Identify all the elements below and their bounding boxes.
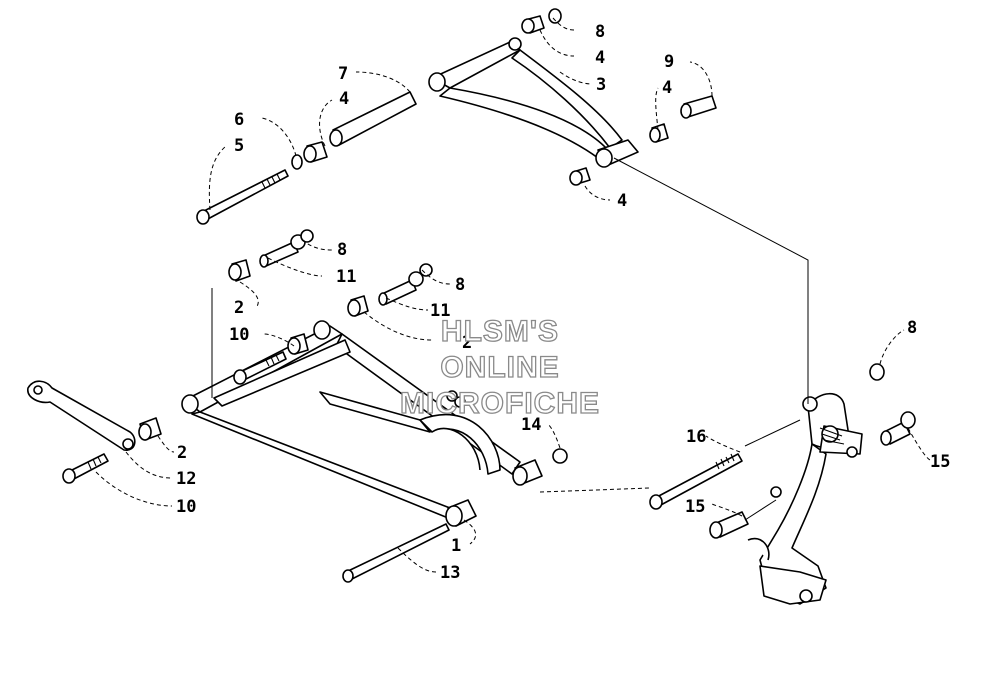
- washer-upper: [291, 154, 303, 170]
- shoulder-bolt-15-upper: [880, 411, 916, 446]
- spindle-knuckle: [747, 392, 863, 605]
- callout-11-b: 11: [430, 301, 450, 321]
- callout-8-a: 8: [595, 22, 605, 42]
- pivot-tube-upper: [329, 91, 417, 147]
- bolt-lower-left: [233, 351, 287, 385]
- callout-15-a: 15: [930, 452, 950, 472]
- callout-1: 1: [451, 536, 461, 556]
- callout-4-c: 4: [662, 78, 672, 98]
- washer-right: [869, 363, 885, 381]
- callout-4-d: 4: [339, 89, 349, 109]
- callout-13: 13: [440, 563, 460, 583]
- callout-2-b: 2: [462, 333, 472, 353]
- bolt-upper-long: [196, 169, 289, 225]
- watermark-line-2: ONLINE: [440, 351, 559, 384]
- watermark-line-3: MICROFICHE: [400, 387, 600, 420]
- callout-11-a: 11: [336, 267, 356, 287]
- tie-link: [27, 380, 136, 451]
- callout-10-a: 10: [229, 325, 249, 345]
- callout-3: 3: [596, 75, 606, 95]
- bolt-lower-long: [342, 523, 450, 583]
- callout-6: 6: [234, 110, 244, 130]
- sleeve-pair-upper-right: [649, 95, 717, 143]
- bolt-lower-outer: [62, 453, 109, 484]
- callout-4-b: 4: [617, 191, 627, 211]
- callout-8-d: 8: [907, 318, 917, 338]
- bushing-lower-left: [138, 417, 162, 441]
- assembly-lines: [211, 157, 809, 521]
- callout-16: 16: [686, 427, 706, 447]
- bushing-top: [521, 8, 562, 34]
- watermark-line-1: HLSM'S: [441, 315, 559, 348]
- callout-7: 7: [338, 64, 348, 84]
- bushing-bottom: [569, 167, 591, 186]
- callout-12: 12: [176, 469, 196, 489]
- callout-8-c: 8: [455, 275, 465, 295]
- callout-4-a: 4: [595, 48, 605, 68]
- watermark: HLSM'S ONLINE MICROFICHE: [399, 314, 600, 420]
- shoulder-bolt-15-lower: [709, 486, 782, 539]
- shoulder-bolt-right: [378, 263, 433, 306]
- callout-14: 14: [521, 415, 541, 435]
- upper-arm-bushing-front: [595, 139, 639, 168]
- leader-lines: [95, 17, 931, 573]
- upper-a-arm: [428, 37, 623, 159]
- callout-15-b: 15: [685, 497, 705, 517]
- callout-2-a: 2: [234, 298, 244, 318]
- callout-5: 5: [234, 136, 244, 156]
- bushing-left-upper: [303, 141, 328, 163]
- callout-2-c: 2: [177, 443, 187, 463]
- shoulder-bolt-left: [259, 229, 314, 268]
- callout-9: 9: [664, 52, 674, 72]
- bolt-16: [649, 453, 743, 510]
- callout-labels: 1 2 2 2 3 4 4 4 4 5 6 7 8 8 8 8 9 10 10 …: [176, 22, 950, 583]
- callout-8-b: 8: [337, 240, 347, 260]
- small-nut: [446, 390, 568, 464]
- lower-arm-bushing-front: [445, 459, 543, 527]
- callout-10-b: 10: [176, 497, 196, 517]
